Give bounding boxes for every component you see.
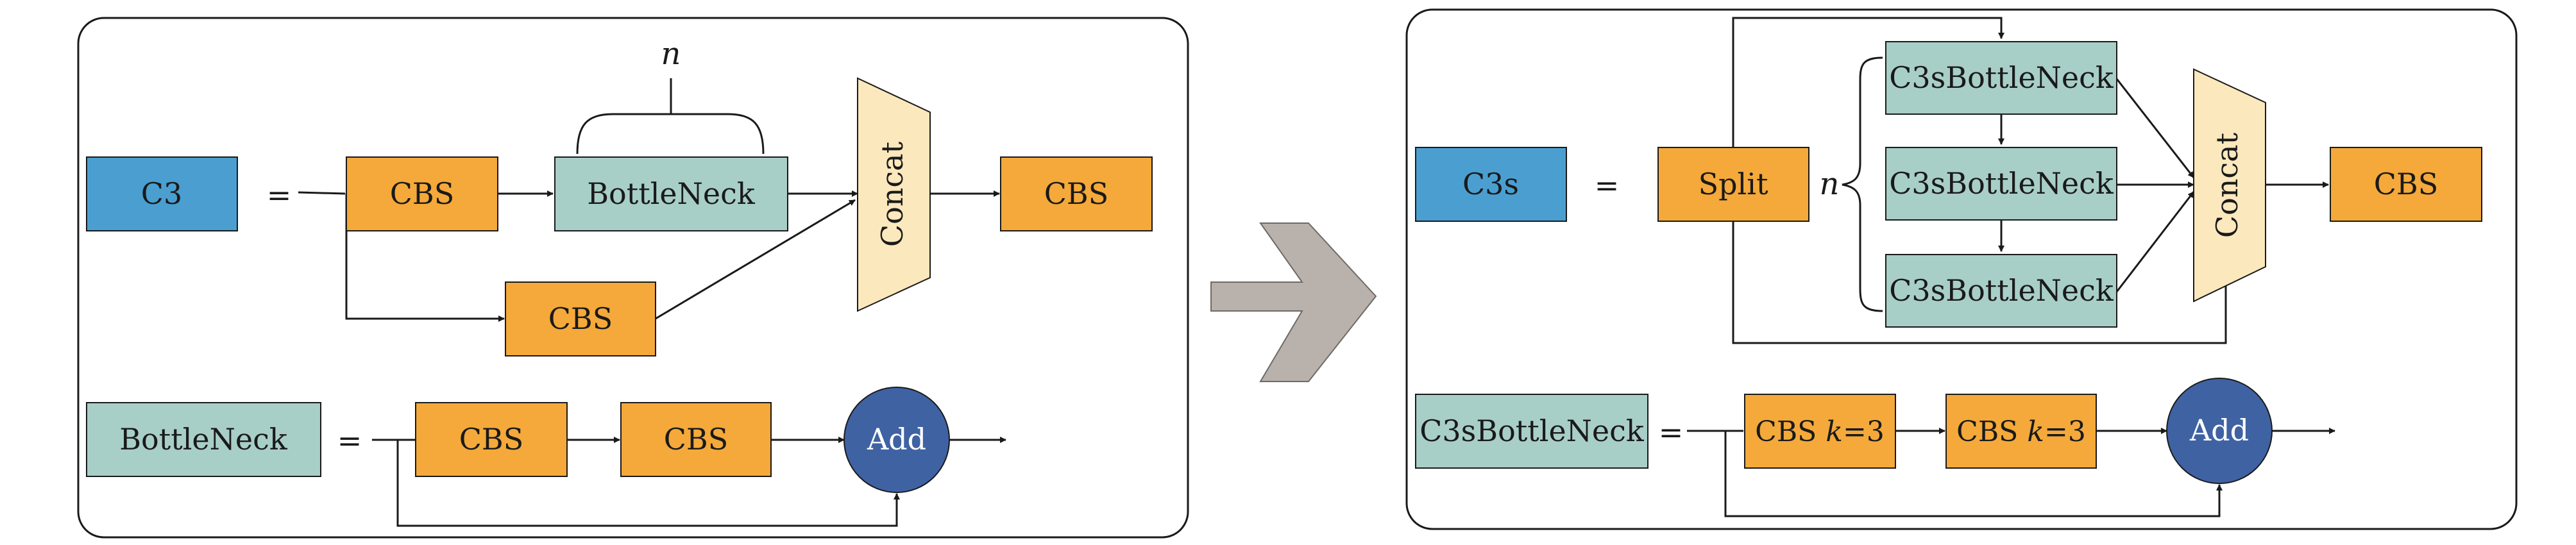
bottleneck-add-node: Add (843, 387, 950, 493)
c3s-cbs-k3-label-2: CBS k=3 (1956, 415, 2086, 448)
bottleneck-def-connectors (372, 437, 1006, 527)
c3s-equals: = (1595, 168, 1620, 203)
c3s-add-label: Add (2189, 413, 2249, 448)
c3s-cbs-block-out: CBS (2330, 147, 2482, 222)
concat-block-right: Concat (2193, 68, 2266, 303)
n-brace (576, 78, 765, 155)
cbs-block-out: CBS (1000, 156, 1153, 231)
concat-label-left: Concat (875, 141, 910, 247)
bottleneck-cbs-label-1: CBS (459, 422, 524, 457)
n-curly-brace (1842, 56, 1883, 312)
c3s-bottleneck-block-3: C3sBottleNeck (1885, 254, 2117, 328)
c3s-def-connectors (1687, 428, 2335, 517)
cbs-first-label: CBS (390, 176, 455, 211)
n-label-left: n (661, 36, 681, 72)
c3s-block: C3s (1415, 147, 1567, 222)
n-label-right: n (1820, 166, 1840, 202)
cbs-branch-label: CBS (548, 301, 613, 336)
concat-label-right: Concat (2210, 132, 2244, 238)
c3s-cbs-k3-label-1: CBS k=3 (1755, 415, 1885, 448)
bottleneck-cbs-block-1: CBS (415, 402, 568, 477)
bottleneck-cbs-label-2: CBS (664, 422, 729, 457)
bottleneck-def-block: BottleNeck (86, 402, 321, 477)
split-label: Split (1699, 167, 1768, 201)
c3s-connectors (1732, 17, 2329, 344)
concat-block-left: Concat (857, 77, 931, 312)
c3s-bottleneck-block-1: C3sBottleNeck (1885, 41, 2117, 115)
c3s-add-node: Add (2166, 378, 2273, 484)
bottleneck-block: BottleNeck (554, 156, 788, 231)
c3s-bottleneck-block-2: C3sBottleNeck (1885, 147, 2117, 221)
bottleneck-add-label: Add (867, 422, 926, 457)
c3s-label: C3s (1462, 167, 1519, 201)
c3s-bottleneck-def-block: C3sBottleNeck (1415, 394, 1648, 469)
cbs-block-first: CBS (346, 156, 498, 231)
c3-label: C3 (141, 176, 182, 211)
c3s-bottleneck-def-label: C3sBottleNeck (1419, 414, 1645, 448)
c3s-bottleneck-label-3: C3sBottleNeck (1889, 273, 2114, 308)
c3-connectors (298, 190, 1000, 322)
cbs-block-branch: CBS (505, 281, 656, 356)
c3-equals: = (267, 178, 292, 212)
c3s-def-equals: = (1659, 415, 1684, 449)
transform-arrow (1210, 222, 1377, 382)
bottleneck-def-label: BottleNeck (119, 422, 288, 457)
c3-block: C3 (86, 156, 238, 231)
bottleneck-cbs-block-2: CBS (620, 402, 772, 477)
cbs-out-label: CBS (1044, 176, 1109, 211)
bottleneck-equals: = (337, 423, 362, 458)
c3s-cbs-out-label: CBS (2374, 167, 2439, 201)
c3s-bottleneck-label-1: C3sBottleNeck (1889, 60, 2114, 95)
bottleneck-label: BottleNeck (587, 176, 756, 211)
c3s-cbs-k3-block-1: CBS k=3 (1744, 394, 1896, 469)
split-block: Split (1657, 147, 1809, 222)
c3s-bottleneck-label-2: C3sBottleNeck (1889, 166, 2114, 201)
c3s-cbs-k3-block-2: CBS k=3 (1945, 394, 2097, 469)
